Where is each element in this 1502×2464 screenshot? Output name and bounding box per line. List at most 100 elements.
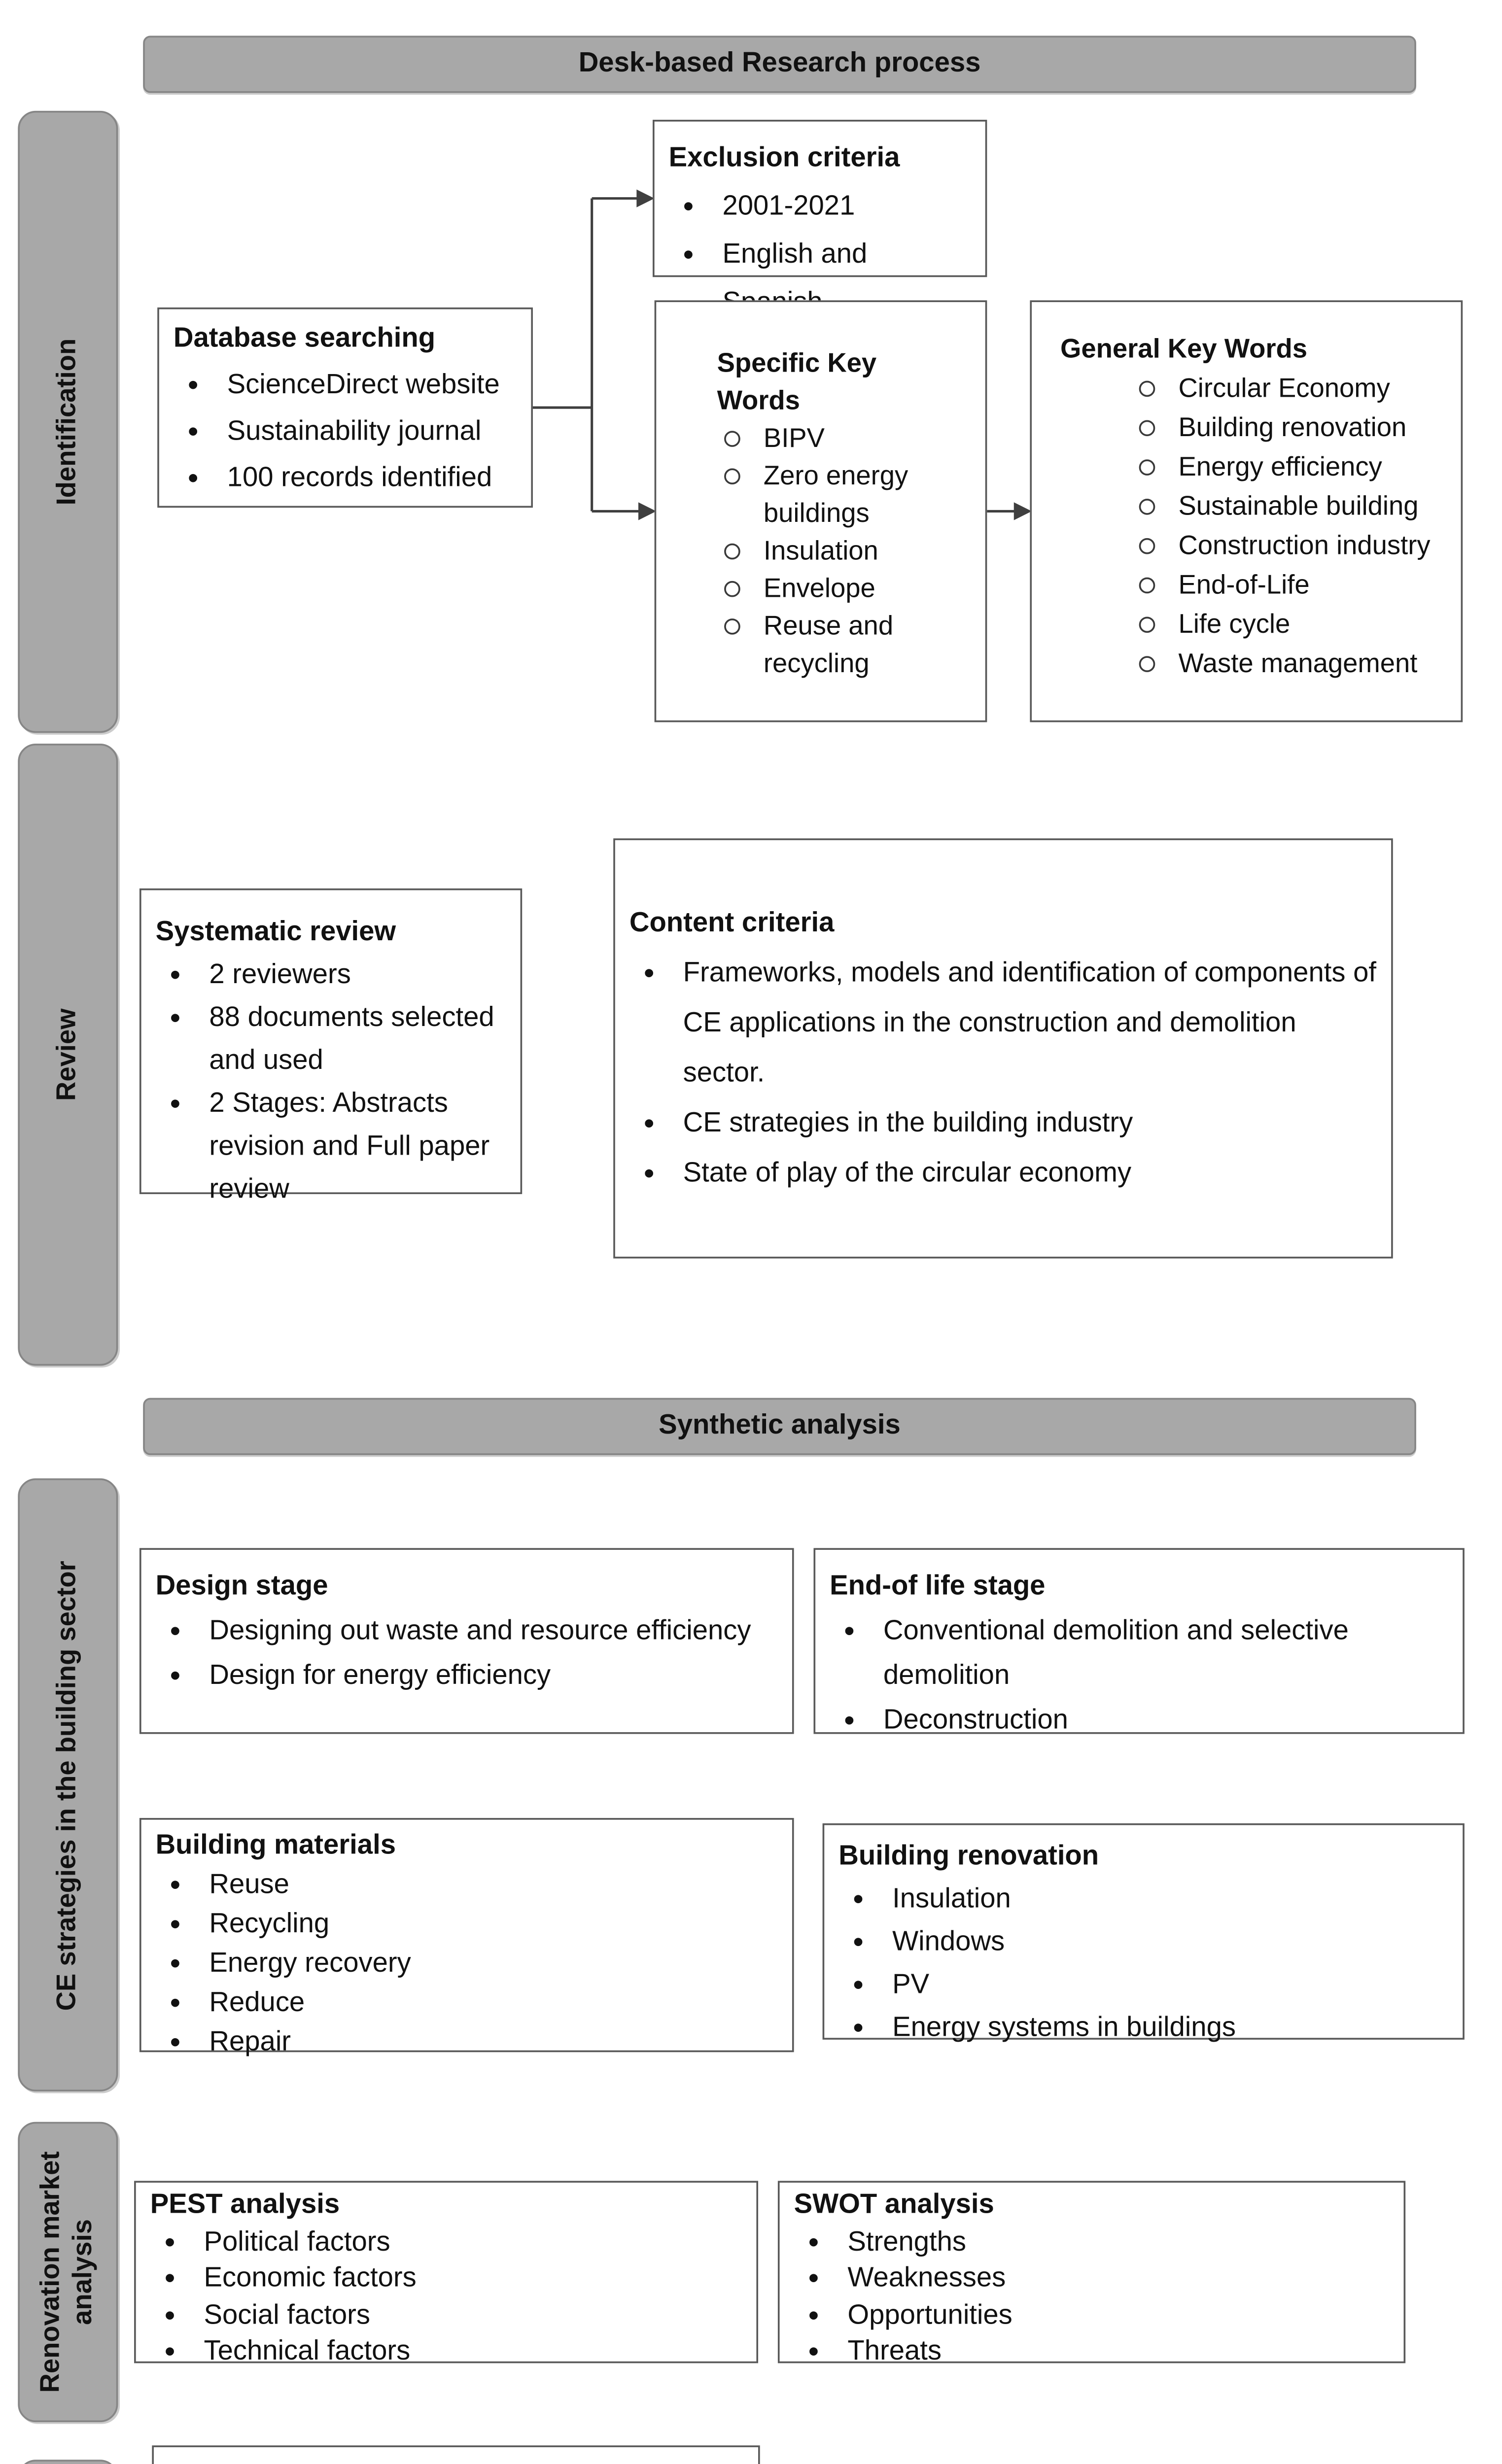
bullet-icon <box>853 2008 864 2053</box>
box-content-criteria: Content criteria Frameworks, models and … <box>613 838 1393 1259</box>
box-title: Building renovation <box>838 1841 1099 1872</box>
list-item: Reuse and recycling <box>710 608 971 683</box>
list-item: Energy efficiency <box>1125 448 1447 488</box>
list-item: Conventional demolition and selective de… <box>830 1609 1448 1698</box>
list-item: Design for energy efficiency <box>156 1653 778 1698</box>
list-item: Life cycle <box>1125 606 1447 646</box>
bullet-list: StrengthsWeaknessesOpportunitiesThreats <box>794 2224 1390 2371</box>
list-item: End-of-Life <box>1125 567 1447 606</box>
list-item: Opportunities <box>794 2298 1390 2334</box>
box-current-situation: Current situation definition and identif… <box>152 2445 760 2464</box>
list-item: Technical factors <box>150 2334 742 2371</box>
circle-bullet-icon <box>1139 567 1155 593</box>
header-synthetic-analysis: Synthetic analysis <box>143 1398 1416 1455</box>
list-item: CE strategies in the building industry <box>629 1098 1377 1149</box>
list-item: 88 documents selected and used <box>156 997 506 1083</box>
box-swot-analysis: SWOT analysis StrengthsWeaknessesOpportu… <box>777 2181 1406 2367</box>
bullet-icon <box>165 2298 175 2336</box>
sidebar-label: Review <box>52 1008 82 1101</box>
box-pest-analysis: PEST analysis Political factorsEconomic … <box>134 2181 759 2367</box>
list-item: Sustainability journal <box>174 410 517 456</box>
sidebar-label: CE strategies in the building sector <box>52 1560 82 2010</box>
list-item: ScienceDirect website <box>174 363 517 409</box>
bullet-icon <box>808 2334 819 2373</box>
box-title: Systematic review <box>155 917 396 948</box>
list-item: Construction industry <box>1125 527 1447 567</box>
sidebar-identification: Identification <box>18 110 118 733</box>
box-title: Content criteria <box>629 907 835 938</box>
list-item: Deconstruction <box>830 1698 1448 1743</box>
list-item: Weaknesses <box>794 2261 1390 2298</box>
list-item: Waste management <box>1125 645 1447 684</box>
circle-bullet-icon <box>724 533 740 559</box>
bullet-list: InsulationWindowsPVEnergy systems in bui… <box>838 1879 1448 2050</box>
bullet-icon <box>853 1879 864 1923</box>
bullet-list: Frameworks, models and identification of… <box>629 948 1377 1198</box>
list-item: Insulation <box>710 533 971 570</box>
bullet-icon <box>170 955 181 999</box>
bullet-icon <box>165 2261 175 2300</box>
circle-bullet-icon <box>1139 488 1155 514</box>
list-item: Energy recovery <box>156 1945 778 1985</box>
circle-bullet-icon <box>724 570 740 597</box>
circle-bullet-icon <box>1139 448 1155 475</box>
bullet-list: Political factorsEconomic factorsSocial … <box>150 2224 742 2371</box>
sidebar-label: Renovation market analysis <box>35 2151 99 2393</box>
bullet-icon <box>170 1653 181 1700</box>
box-title: Design stage <box>155 1571 328 1602</box>
list-item: Strengths <box>794 2224 1390 2261</box>
circle-bullet-icon <box>1139 410 1155 436</box>
list-item: Envelope <box>710 570 971 608</box>
box-design-stage: Design stage Designing out waste and res… <box>139 1548 794 1734</box>
bullet-icon <box>808 2261 819 2300</box>
list-item: PV <box>838 1965 1448 2008</box>
box-end-of-life-stage: End-of life stage Conventional demolitio… <box>813 1548 1465 1736</box>
bullet-icon <box>644 1098 655 1150</box>
list-item: Social factors <box>150 2298 742 2334</box>
bullet-icon <box>188 410 199 458</box>
bullet-icon <box>844 1609 855 1655</box>
sidebar-label: Identification <box>52 338 82 506</box>
sidebar-ce-strategies: CE strategies in the building sector <box>18 1478 118 2092</box>
list-item: Economic factors <box>150 2261 742 2298</box>
bullet-icon <box>188 456 199 504</box>
list-item: 2001-2021 <box>669 182 971 231</box>
box-title: Current situation definition and identif… <box>168 2462 744 2464</box>
circle-bullet-icon <box>724 420 740 446</box>
list-item: Energy systems in buildings <box>838 2008 1448 2051</box>
list-item: Circular Economy <box>1125 370 1447 410</box>
bullet-list: Conventional demolition and selective de… <box>830 1609 1448 1743</box>
circle-bullet-icon <box>724 458 740 484</box>
bullet-icon <box>853 1965 864 2010</box>
circle-bullet-icon <box>1139 645 1155 672</box>
bullet-icon <box>170 1945 181 1986</box>
box-systematic-review: Systematic review 2 reviewers88 document… <box>139 888 523 1205</box>
sidebar-review: Review <box>18 743 118 1366</box>
list-item: 2 reviewers <box>156 955 506 997</box>
list-item: Zero energy buildings <box>710 458 971 533</box>
bullet-icon <box>170 2023 181 2064</box>
box-title: Exclusion criteria <box>668 143 900 173</box>
bullet-icon <box>170 1906 181 1947</box>
bullet-icon <box>853 1921 864 1966</box>
box-database-searching: Database searching ScienceDirect website… <box>157 307 533 508</box>
list-item: Recycling <box>156 1906 778 1945</box>
bullet-icon <box>644 1149 655 1200</box>
list-item: Insulation <box>838 1879 1448 1921</box>
bullet-icon <box>188 363 199 411</box>
bullet-icon <box>165 2224 175 2263</box>
list-item: Designing out waste and resource efficie… <box>156 1609 778 1654</box>
bullet-icon <box>683 231 694 281</box>
sidebar-circularity-assessment: Circularity assessment in building renov… <box>18 2460 118 2464</box>
box-title: Building materials <box>155 1830 396 1861</box>
list-item: Windows <box>838 1921 1448 1964</box>
list-item: Repair <box>156 2023 778 2063</box>
header-desk-based-research: Desk-based Research process <box>143 35 1416 93</box>
list-item: Reuse <box>156 1866 778 1906</box>
list-item: 2 Stages: Abstracts revision and Full pa… <box>156 1083 506 1212</box>
list-item: Building renovation <box>1125 410 1447 449</box>
bullet-list: ReuseRecyclingEnergy recoveryReduceRepai… <box>156 1866 778 2063</box>
